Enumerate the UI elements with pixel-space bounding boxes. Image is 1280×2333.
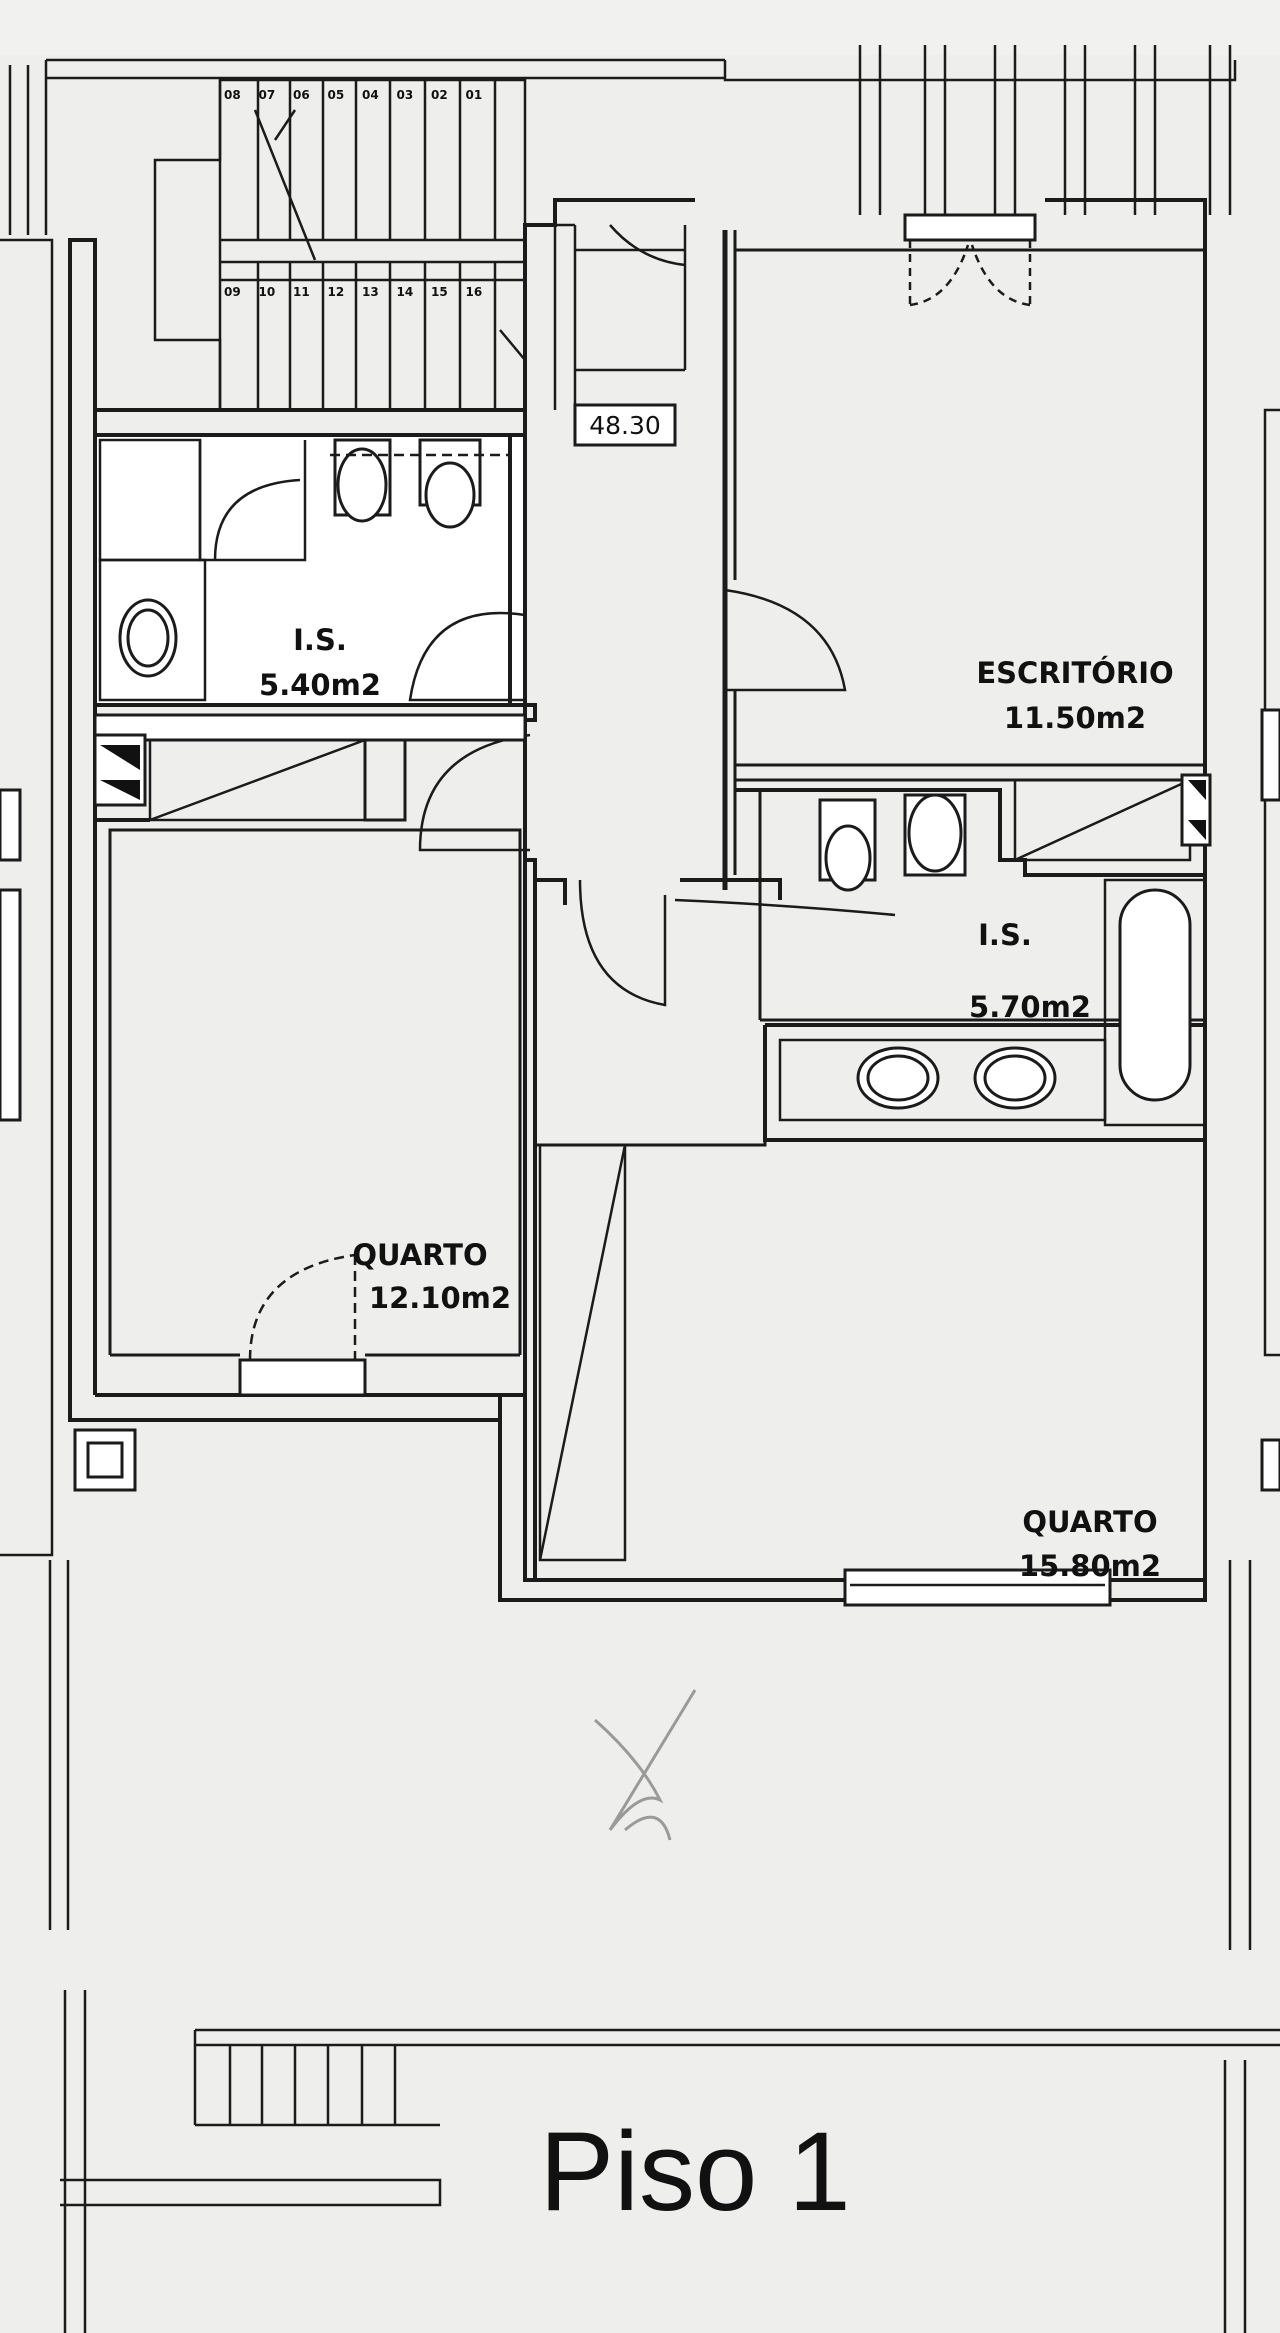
stair-step-number: 07	[259, 88, 276, 102]
stair-step-number: 09	[224, 285, 241, 299]
stair-step-number: 03	[397, 88, 414, 102]
stair-step-number: 02	[431, 88, 448, 102]
bedroom-left: QUARTO 12.10m2	[73, 713, 527, 1492]
room-area-bathroom-upper-left: 5.40m2	[259, 668, 381, 702]
level-mark: 48.30	[589, 411, 661, 440]
room-name-office: ESCRITÓRIO	[976, 656, 1173, 690]
room-area-bathroom-right: 5.70m2	[969, 990, 1091, 1024]
room-area-office: 11.50m2	[1004, 701, 1146, 735]
room-name-bathroom-upper-left: I.S.	[293, 623, 347, 657]
stair-step-number: 15	[431, 285, 448, 299]
stair-step-number: 10	[259, 285, 276, 299]
staircase: 08 07 06 05 04 03 02 01 09 10 11 12 13 14 15 16	[153, 78, 527, 412]
room-area-bedroom-right: 15.80m2	[1019, 1549, 1161, 1583]
stair-step-number: 01	[466, 88, 483, 102]
office-room: ESCRITÓRIO 11.50m2	[733, 213, 1212, 862]
room-area-bedroom-left: 12.10m2	[369, 1281, 511, 1315]
stair-step-number: 11	[293, 285, 310, 299]
bathroom-right: I.S. 5.70m2	[735, 788, 1207, 1142]
hallway: 48.30	[553, 223, 687, 447]
stair-step-numbers-top: 08 07 06 05 04 03 02 01	[224, 88, 482, 102]
adjacent-units	[0, 238, 1280, 1557]
bedroom-right: QUARTO 15.80m2	[535, 1140, 1161, 1607]
stair-step-number: 08	[224, 88, 241, 102]
room-name-bathroom-right: I.S.	[978, 918, 1032, 952]
balcony-outline	[0, 45, 1280, 2333]
stair-step-number: 06	[293, 88, 310, 102]
stair-step-number: 04	[362, 88, 379, 102]
stair-step-numbers-bottom: 09 10 11 12 13 14 15 16	[224, 285, 482, 299]
floor-title: Piso 1	[539, 2109, 850, 2234]
pencil-signature-mark	[594, 1689, 697, 1841]
stair-step-number: 14	[397, 285, 414, 299]
room-name-bedroom-left: QUARTO	[352, 1238, 487, 1272]
stair-step-number: 16	[466, 285, 483, 299]
bathroom-upper-left: I.S. 5.40m2	[93, 433, 527, 707]
room-name-bedroom-right: QUARTO	[1022, 1505, 1157, 1539]
stair-step-number: 13	[362, 285, 379, 299]
stair-step-number: 12	[328, 285, 345, 299]
stair-step-number: 05	[328, 88, 345, 102]
